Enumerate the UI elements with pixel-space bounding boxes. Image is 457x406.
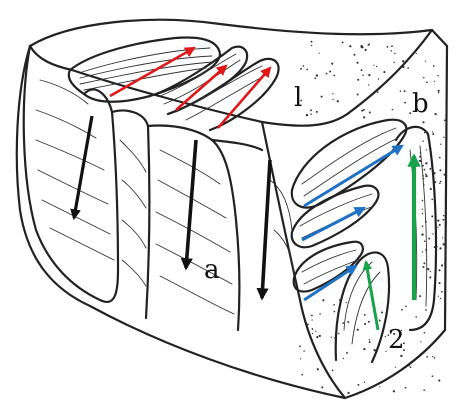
green-arrow-small bbox=[366, 262, 378, 330]
block-outline bbox=[17, 20, 447, 398]
label-a: a bbox=[204, 255, 220, 285]
black-arrow-1 bbox=[74, 116, 92, 218]
label-2: 2 bbox=[388, 325, 405, 355]
green-arrows bbox=[366, 156, 414, 330]
label-b: b bbox=[412, 89, 429, 119]
blue-arrow-1 bbox=[304, 146, 402, 206]
label-1: l bbox=[294, 83, 302, 113]
black-arrow-2 bbox=[186, 140, 196, 268]
top-sheets bbox=[69, 38, 279, 130]
black-arrow-3 bbox=[262, 160, 270, 298]
